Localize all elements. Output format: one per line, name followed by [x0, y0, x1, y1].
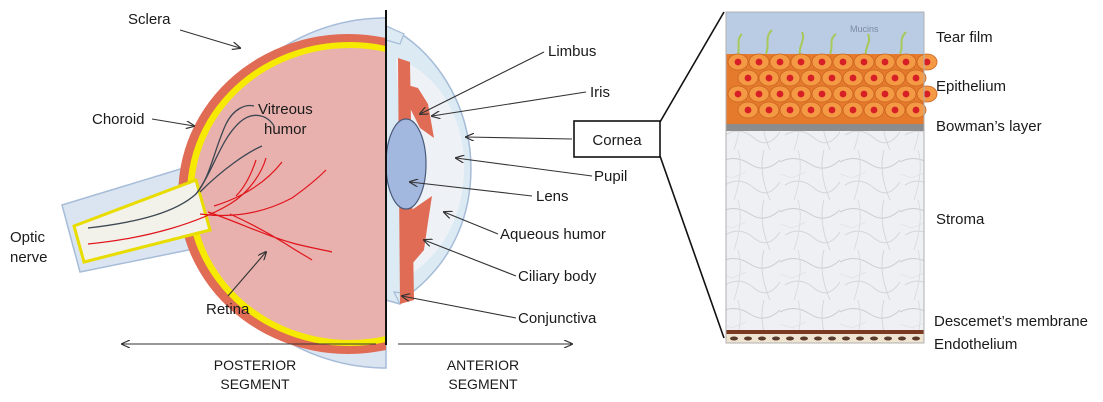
- iris-label: Iris: [590, 84, 610, 101]
- cell-nucleus: [808, 75, 815, 82]
- endothelium-label: Endothelium: [934, 336, 1017, 353]
- optic-label-1: Optic: [10, 229, 46, 246]
- cell-nucleus: [829, 107, 836, 114]
- conjunctiva-leader: [402, 296, 516, 318]
- endothelial-cell: [800, 337, 808, 341]
- cell-nucleus: [766, 107, 773, 114]
- cornea-leader: [466, 137, 572, 139]
- cell-nucleus: [808, 107, 815, 114]
- endothelial-cell: [870, 337, 878, 341]
- cell-nucleus: [840, 91, 847, 98]
- cell-nucleus: [913, 75, 920, 82]
- cell-nucleus: [819, 91, 826, 98]
- posterior-label-1: POSTERIOR: [214, 357, 296, 373]
- stroma-label: Stroma: [936, 211, 985, 228]
- cell-nucleus: [787, 107, 794, 114]
- descemet-label: Descemet’s membrane: [934, 313, 1088, 330]
- bowman-layer: [726, 124, 924, 131]
- cell-nucleus: [903, 91, 910, 98]
- cell-nucleus: [777, 59, 784, 66]
- optic-label-2: nerve: [10, 249, 48, 266]
- endothelial-cell: [884, 337, 892, 341]
- lens: [386, 119, 426, 209]
- stroma-layer: [726, 131, 924, 330]
- cell-nucleus: [861, 59, 868, 66]
- cell-nucleus: [756, 91, 763, 98]
- cell-nucleus: [745, 107, 752, 114]
- cornea-label: Cornea: [592, 132, 642, 149]
- posterior-label-2: SEGMENT: [220, 376, 290, 392]
- endothelial-cell: [772, 337, 780, 341]
- endothelial-cell: [730, 337, 738, 341]
- cell-nucleus: [871, 107, 878, 114]
- pupil-label: Pupil: [594, 168, 627, 185]
- epithelium-label: Epithelium: [936, 78, 1006, 95]
- choroid-leader: [152, 119, 194, 126]
- retina-label: Retina: [206, 301, 250, 318]
- cell-nucleus: [798, 59, 805, 66]
- cell-nucleus: [777, 91, 784, 98]
- tear-film-layer: [726, 12, 924, 60]
- cell-nucleus: [850, 75, 857, 82]
- cell-nucleus: [892, 75, 899, 82]
- cell-nucleus: [892, 107, 899, 114]
- cell-nucleus: [924, 59, 931, 66]
- tear-film-label: Tear film: [936, 29, 993, 46]
- cell-nucleus: [903, 59, 910, 66]
- cell-nucleus: [766, 75, 773, 82]
- cell-nucleus: [787, 75, 794, 82]
- pupil-leader: [456, 158, 592, 176]
- cell-nucleus: [840, 59, 847, 66]
- anterior-label-2: SEGMENT: [448, 376, 518, 392]
- cell-nucleus: [829, 75, 836, 82]
- cell-nucleus: [913, 107, 920, 114]
- cell-nucleus: [745, 75, 752, 82]
- vitreous-label-2: humor: [264, 121, 307, 138]
- mucins-label: Mucins: [850, 24, 879, 34]
- cell-nucleus: [735, 91, 742, 98]
- cell-nucleus: [861, 91, 868, 98]
- sclera-label: Sclera: [128, 11, 171, 28]
- zoom-line-bottom: [660, 156, 724, 338]
- aqueous-label: Aqueous humor: [500, 226, 606, 243]
- endothelial-cell: [814, 337, 822, 341]
- choroid-label: Choroid: [92, 111, 145, 128]
- vitreous-label-1: Vitreous: [258, 101, 313, 118]
- endothelial-cell: [842, 337, 850, 341]
- eye-cross-section: Sclera Choroid Vitreous humor Optic nerv…: [10, 10, 660, 392]
- endothelial-cell: [898, 337, 906, 341]
- cell-nucleus: [756, 59, 763, 66]
- cell-nucleus: [850, 107, 857, 114]
- zoom-line-top: [660, 12, 724, 122]
- cornea-layers-panel: Mucins Tear film Epithelium Bowman’s lay…: [726, 12, 1088, 353]
- cell-nucleus: [882, 91, 889, 98]
- limbus-label: Limbus: [548, 43, 596, 60]
- cell-nucleus: [735, 59, 742, 66]
- lens-label: Lens: [536, 188, 569, 205]
- endothelial-cell: [912, 337, 920, 341]
- cell-nucleus: [924, 91, 931, 98]
- endothelial-cell: [758, 337, 766, 341]
- sclera-leader: [180, 30, 240, 48]
- descemet-layer: [726, 330, 924, 334]
- endothelial-cell: [744, 337, 752, 341]
- endothelial-cell: [786, 337, 794, 341]
- ciliary-label: Ciliary body: [518, 268, 597, 285]
- anterior-label-1: ANTERIOR: [447, 357, 519, 373]
- cell-nucleus: [871, 75, 878, 82]
- cell-nucleus: [819, 59, 826, 66]
- endothelial-cell: [856, 337, 864, 341]
- endothelial-cell: [828, 337, 836, 341]
- endothelium-layer: [726, 334, 924, 343]
- cell-nucleus: [882, 59, 889, 66]
- bowman-label: Bowman’s layer: [936, 118, 1042, 135]
- cell-nucleus: [798, 91, 805, 98]
- conjunctiva-label: Conjunctiva: [518, 310, 597, 327]
